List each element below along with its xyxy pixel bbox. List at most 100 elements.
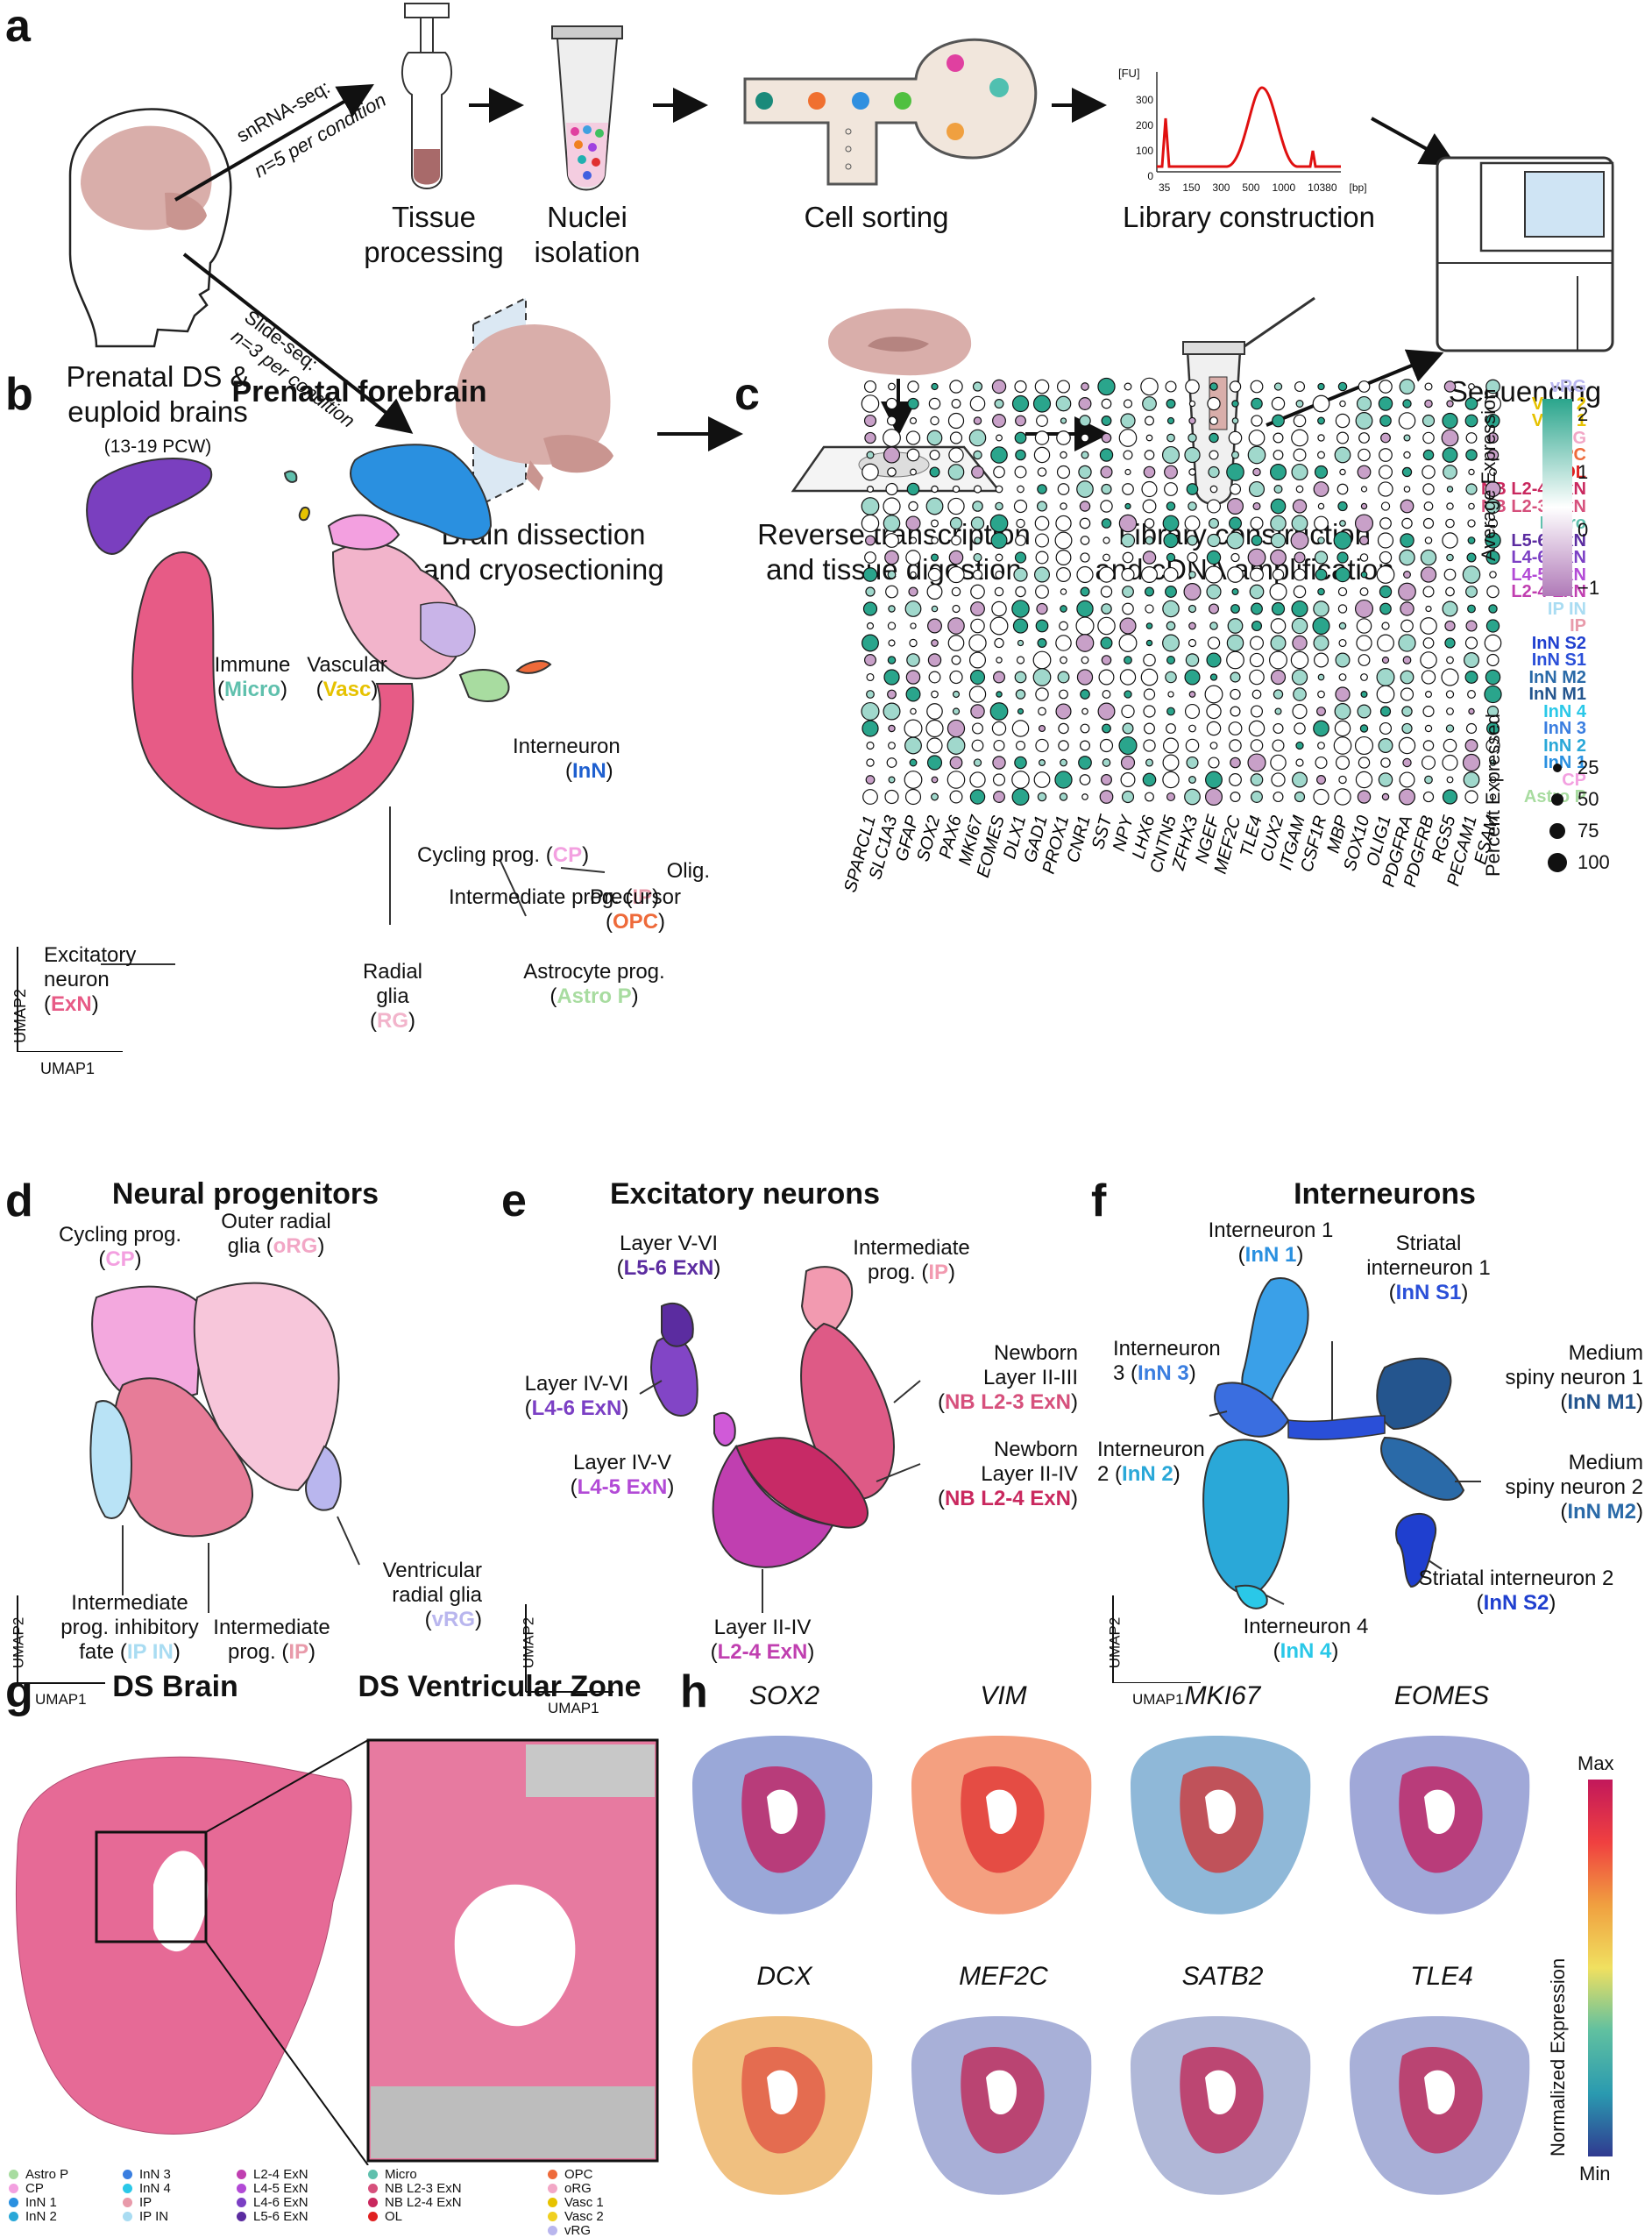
- dotplot-dot: [930, 416, 939, 426]
- gene-map-label: EOMES: [1393, 1681, 1490, 1710]
- dotplot-dot: [949, 380, 963, 394]
- pct-legend-dot: [1551, 793, 1563, 806]
- dotplot-dot: [1354, 599, 1374, 619]
- dotplot-dot: [1273, 484, 1283, 494]
- dotplot-dot: [973, 450, 982, 460]
- dotplot-dot: [905, 670, 921, 685]
- dotplot-dot: [1206, 550, 1222, 565]
- dotplot-dot: [993, 465, 1005, 479]
- legend-swatch: [548, 2226, 557, 2235]
- dotplot-dot: [931, 382, 939, 391]
- dotplot-dot: [1380, 757, 1391, 768]
- dotplot-dot: [1400, 533, 1414, 548]
- dotplot-dot: [927, 653, 942, 667]
- legend-label: CP: [25, 2181, 44, 2196]
- dotplot-dot: [1422, 705, 1435, 718]
- dotplot-dot: [1422, 740, 1435, 751]
- panel-b-title: Prenatal forebrain: [231, 375, 487, 409]
- label-e-l46: Layer IV-VI (L4-6 ExN): [524, 1372, 629, 1420]
- dotplot-dot: [1209, 485, 1218, 494]
- dotplot-row-label: InN 4: [1543, 701, 1586, 721]
- pct-100: 100: [1578, 851, 1610, 873]
- dotplot-dot: [1355, 771, 1373, 789]
- zoom-box: [95, 1830, 208, 1943]
- avg-tick-neg1: −1: [1578, 577, 1600, 599]
- dotplot-dot: [1250, 567, 1264, 582]
- dotplot-dot: [989, 514, 1009, 533]
- dotplot-dot: [968, 634, 987, 652]
- dotplot-dot: [1143, 705, 1156, 718]
- dotplot-dot: [947, 719, 966, 738]
- dotplot-dot: [1314, 465, 1329, 480]
- dotplot-row-label: vRG: [1549, 377, 1586, 396]
- dotplot-dot: [1422, 483, 1435, 495]
- gene-expression-map: [1350, 1736, 1530, 1915]
- dotplot-dot: [904, 719, 923, 738]
- dotplot-dot: [1444, 620, 1456, 632]
- dotplot-dot: [1060, 417, 1067, 424]
- panel-e-umap2: UMAP2: [520, 1616, 537, 1669]
- dotplot-dot: [883, 702, 901, 721]
- dotplot-dot: [1358, 448, 1371, 462]
- dotplot-dot: [1162, 771, 1180, 789]
- dotplot-dot: [1333, 736, 1352, 755]
- cluster-inn1-f: [1241, 1277, 1309, 1406]
- dotplot-dot: [995, 501, 1003, 511]
- dotplot-dot: [1291, 429, 1308, 447]
- step-library-construction: Library construction: [1123, 201, 1375, 233]
- gene-expression-map: [692, 2016, 873, 2195]
- dotplot-dot: [888, 639, 896, 647]
- dotplot-dot: [1208, 465, 1220, 479]
- legend-swatch: [548, 2198, 557, 2207]
- legend-label: L2-4 ExN: [253, 2167, 308, 2182]
- dotplot-dot: [1274, 707, 1282, 715]
- dotplot-dot: [1333, 531, 1352, 550]
- dotplot-dot: [991, 379, 1007, 394]
- label-e-l45: Layer IV-V (L4-5 ExN): [570, 1451, 675, 1499]
- dotplot-dot: [1075, 616, 1095, 636]
- label-f-m1: Medium spiny neuron 1 (InN M1): [1505, 1341, 1643, 1414]
- dotplot-dot: [1208, 603, 1220, 615]
- dotplot-dot: [1273, 432, 1284, 444]
- dotplot-dot: [884, 533, 899, 548]
- pct-expressed-label: Percent Expressed: [1482, 714, 1504, 877]
- dotplot-dot: [1468, 468, 1475, 476]
- dotplot-dot: [990, 532, 1008, 549]
- panel-f-umap2: UMAP2: [1106, 1616, 1124, 1669]
- dotplot-dot: [1312, 394, 1330, 413]
- dotplot-dot: [1317, 416, 1325, 425]
- dotplot-dot: [1036, 415, 1048, 427]
- dotplot-dot: [1056, 430, 1071, 445]
- dotplot-dot: [1315, 568, 1328, 581]
- dotplot-dot: [926, 737, 943, 754]
- dotplot-dot: [1269, 582, 1287, 601]
- dotplot-dot: [887, 656, 897, 664]
- dotplot-dot: [1078, 465, 1092, 480]
- dotplot-dot: [1204, 787, 1223, 806]
- gene-expression-map: [911, 1736, 1092, 1915]
- cluster-l24-e: [712, 1445, 834, 1568]
- dotplot-dot: [1403, 451, 1411, 459]
- dotplot-dot: [1422, 465, 1436, 480]
- dotplot-dot: [1230, 671, 1241, 683]
- dotplot-dot: [862, 789, 878, 805]
- dotplot-dot: [866, 672, 875, 682]
- dotplot-dot: [994, 637, 1004, 649]
- gene-expression-map: [1350, 2016, 1530, 2195]
- dotplot-dot: [1273, 689, 1284, 700]
- dotplot-dot: [1291, 617, 1308, 635]
- dotplot-dot: [1424, 690, 1433, 699]
- dotplot-dot: [866, 758, 875, 767]
- dotplot-dot: [1381, 656, 1390, 664]
- cluster-ip: [420, 601, 476, 657]
- dotplot-dot: [1317, 673, 1325, 681]
- dotplot-dot: [1188, 571, 1196, 579]
- dotplot-dot: [1229, 773, 1242, 786]
- legend-item: L2-4 ExN: [237, 2167, 308, 2182]
- dotplot-dot: [1335, 686, 1351, 702]
- dotplot-dot: [1443, 568, 1457, 581]
- dotplot-dot: [1101, 432, 1112, 444]
- legend-label: OPC: [564, 2167, 593, 2182]
- dotplot-dot: [1209, 382, 1218, 391]
- dotplot-dot: [1441, 429, 1459, 447]
